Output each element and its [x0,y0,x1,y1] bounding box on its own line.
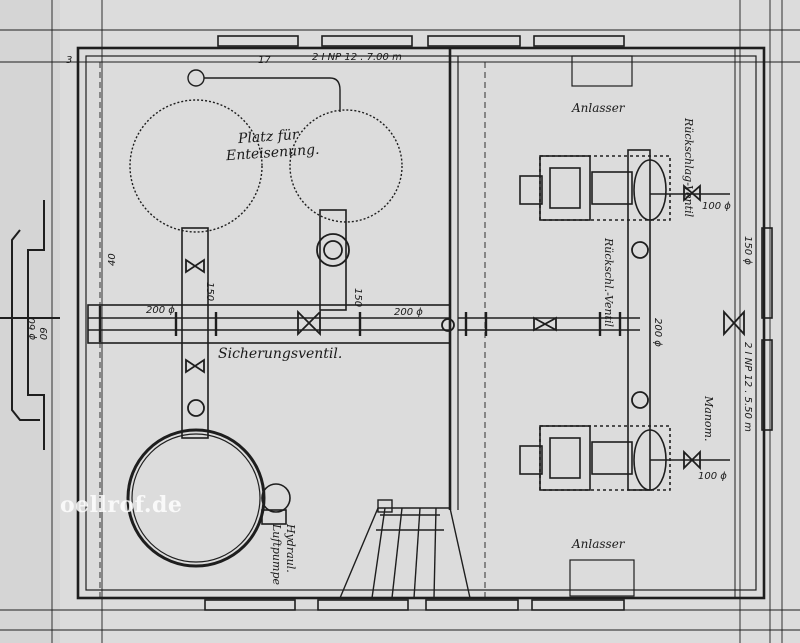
dim-17: 17 [258,55,271,66]
hydraulic-pump-label-1: Hydraul. [284,524,297,573]
pipe-200-left: 200 ϕ [146,305,175,316]
tanks [126,69,403,568]
building-walls [76,46,766,600]
return-valve-label-2: Rückschl.-Ventil [602,238,615,327]
side-dim-right: 2 I NP 12 . 5.50 m [742,342,753,432]
starters [569,55,635,597]
hydraulic-pump-label-2: Luftpumpe [270,524,283,585]
pump-unit-bottom [519,425,671,491]
left-small-dim-a: ϕ 60 [27,317,38,341]
pipe-100-bottom: 100 ϕ [698,471,727,482]
top-width-dim: 2 I NP 12 . 7.00 m [312,52,402,63]
safety-valve-label: Sicherungsventil. [218,346,343,362]
vertical-150-dim: 150 ϕ [742,236,753,265]
hydraulic-pump [261,483,291,525]
starter-bottom-label: Anlasser [572,537,625,551]
pipe-200-right: 200 ϕ [652,318,663,347]
manometer-label: Manom. [702,396,715,442]
pump-unit-top [519,155,671,221]
flanges [98,306,622,342]
pipe-100-top: 100 ϕ [702,201,731,212]
pipe-150-b: 150 [352,288,363,308]
pipe-200-mid: 200 ϕ [394,307,423,318]
valves [185,184,745,471]
staircase [339,499,471,599]
height-dim-40: 40 [107,253,118,266]
watermark: oellrof.de [60,492,183,518]
left-small-dim-b: 09 [39,327,50,340]
top-windows [204,35,773,611]
pipe-150-a: 150 [204,282,215,302]
left-door [0,200,60,450]
return-valve-label: Rückschlag-Ventil [682,118,695,218]
dim-3: 3 [66,55,73,66]
starter-top-label: Anlasser [572,101,625,115]
